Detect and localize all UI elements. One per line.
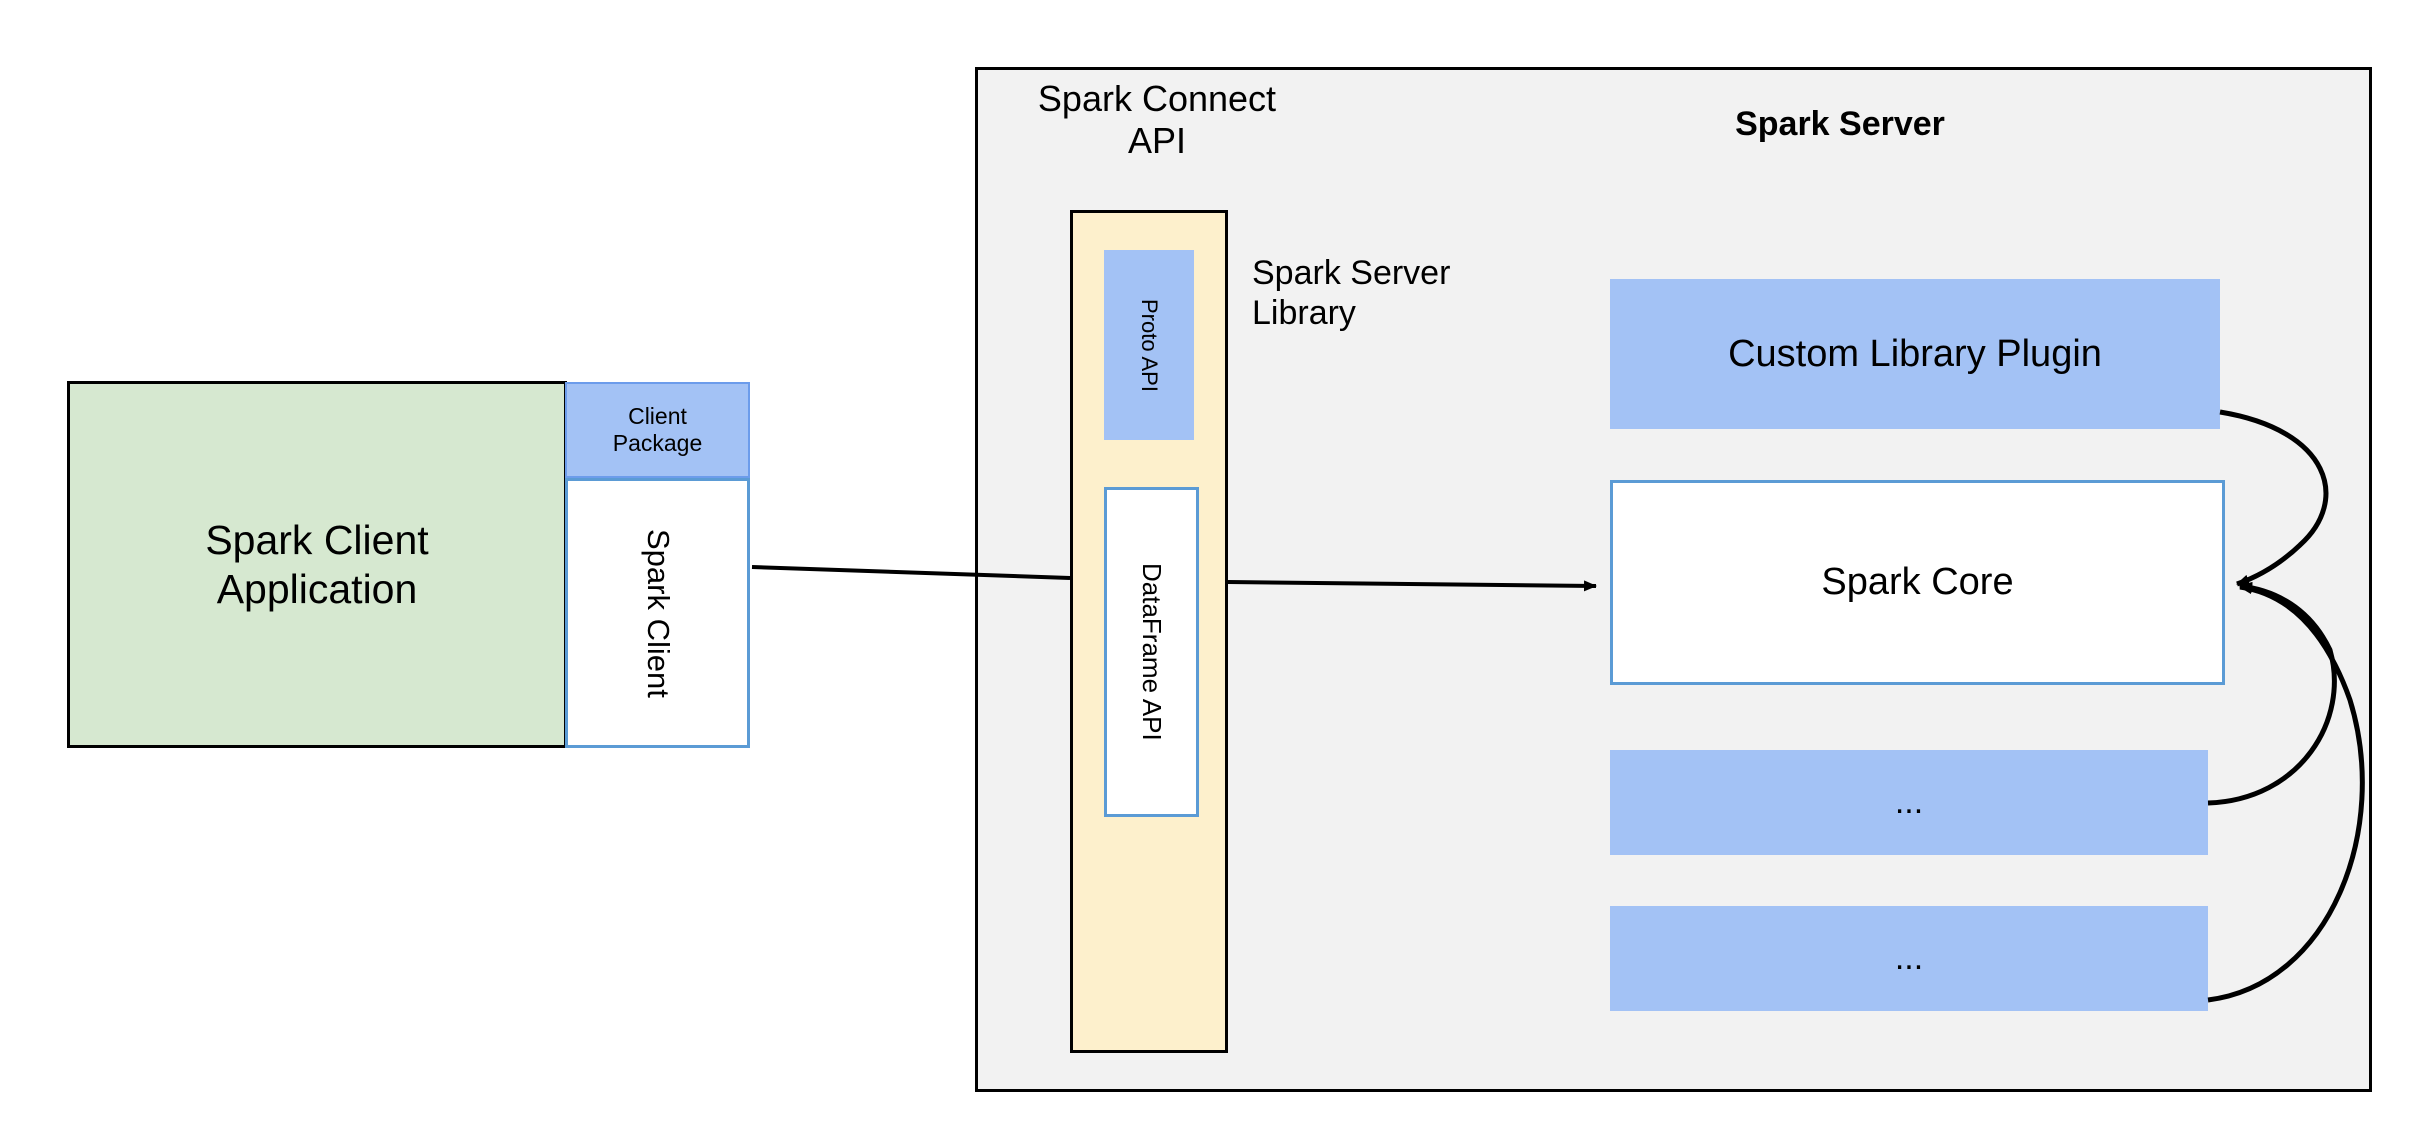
spark-client-box: Spark Client	[565, 478, 750, 748]
custom-library-plugin-label: Custom Library Plugin	[1728, 332, 2102, 375]
spark-server-title-text: Spark Server	[1735, 104, 1945, 143]
dataframe-api-label: DataFrame API	[1136, 563, 1167, 741]
spark-core-label: Spark Core	[1821, 561, 2014, 604]
dataframe-api-box: DataFrame API	[1104, 487, 1199, 817]
ellipsis-label-1: ...	[1894, 783, 1924, 822]
ellipsis-box-2: ...	[1610, 906, 2208, 1011]
custom-library-plugin-box: Custom Library Plugin	[1610, 279, 2220, 429]
ellipsis-box-1: ...	[1610, 750, 2208, 855]
spark-server-title: Spark Server	[1690, 100, 1990, 148]
spark-client-label: Spark Client	[640, 528, 676, 698]
spark-core-box: Spark Core	[1610, 480, 2225, 685]
proto-api-label: Proto API	[1136, 298, 1162, 392]
proto-api-box: Proto API	[1104, 250, 1194, 440]
ellipsis-label-2: ...	[1894, 939, 1924, 978]
